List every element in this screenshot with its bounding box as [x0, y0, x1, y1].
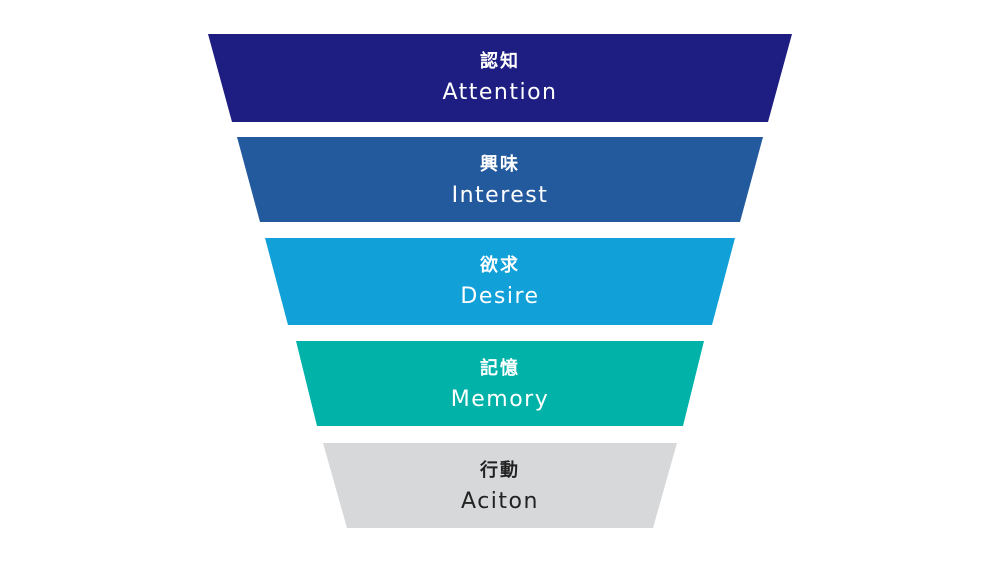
stage-en: Attention — [442, 80, 558, 105]
stage-en: Memory — [450, 387, 550, 412]
funnel-stage-aciton — [323, 443, 677, 528]
stage-label-memory: 記憶 Memory — [0, 358, 1000, 414]
stage-jp: 記憶 — [480, 358, 520, 379]
funnel-stage-interest — [237, 137, 763, 222]
stage-label-attention: 認知 Attention — [0, 51, 1000, 107]
stage-jp: 興味 — [480, 154, 520, 175]
stage-en: Desire — [460, 284, 540, 309]
stage-label-action: 行動 Aciton — [0, 460, 1000, 516]
funnel-stage-attention — [208, 34, 792, 122]
stage-en: Aciton — [461, 489, 539, 514]
funnel-stage-memory — [296, 341, 704, 426]
stage-label-desire: 欲求 Desire — [0, 255, 1000, 311]
stage-en: Interest — [451, 183, 549, 208]
funnel-stage-desire — [265, 238, 735, 325]
stage-jp: 行動 — [480, 460, 520, 481]
stage-label-interest: 興味 Interest — [0, 154, 1000, 210]
stage-jp: 欲求 — [480, 255, 520, 276]
stage-jp: 認知 — [480, 51, 520, 72]
